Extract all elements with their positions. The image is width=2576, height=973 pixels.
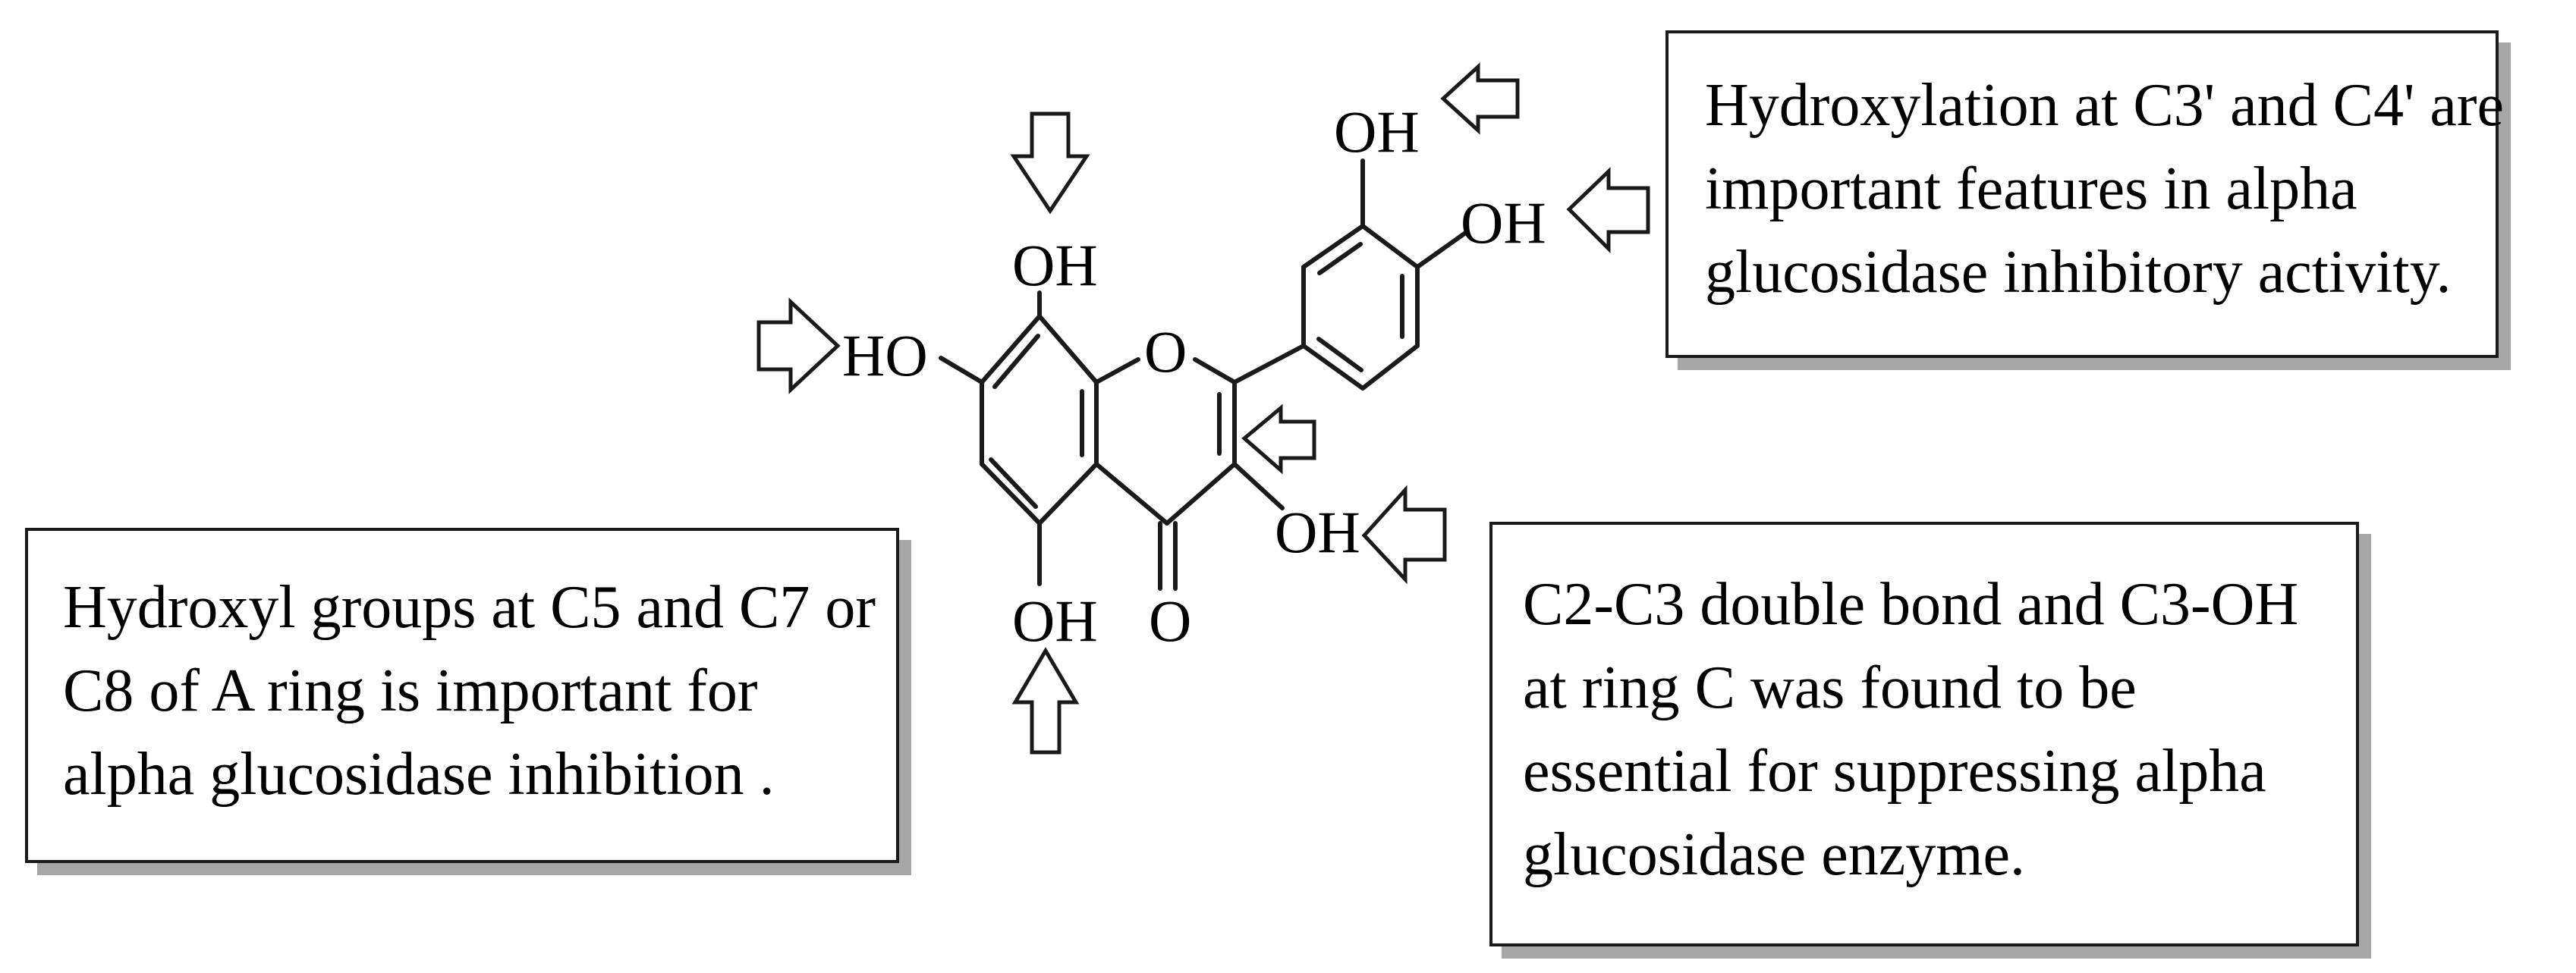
note-line: at ring C was found to be	[1523, 654, 2137, 721]
arrow-left-c4prime-icon	[1566, 167, 1650, 254]
bond-c2-c1prime	[1232, 344, 1306, 384]
bond-c5p-c6p	[1360, 344, 1420, 391]
bond-c7-c8-inner	[992, 334, 1040, 389]
bond-c6p-c1p-inner	[1316, 337, 1363, 372]
bond-c4p-oh	[1415, 231, 1467, 269]
arrow-left-c3-icon	[1361, 485, 1447, 585]
note-line: essential for suppressing alpha	[1523, 738, 2266, 805]
note-line: C2-C3 double bond and C3-OH	[1523, 571, 2299, 638]
note-line: alpha glucosidase inhibition .	[63, 741, 775, 808]
bond-c7-c8	[980, 314, 1042, 384]
bond-c5-c6-inner	[989, 457, 1038, 509]
label-oh-c4prime: OH	[1461, 190, 1546, 256]
note-line: Hydroxylation at C3' and C4' are	[1705, 72, 2505, 139]
label-oh-c3prime: OH	[1334, 99, 1420, 165]
bond-c8a-o1	[1094, 357, 1140, 384]
arrow-left-c3prime-icon	[1440, 62, 1520, 135]
arrow-up-c5-icon	[1011, 647, 1080, 755]
label-ring-oxygen: O	[1144, 319, 1187, 384]
label-oh-c8: OH	[1012, 232, 1098, 298]
arrow-right-c7-icon	[756, 297, 841, 394]
note-b-ring-hydroxylation: Hydroxylation at C3' and C4' are importa…	[1665, 30, 2505, 358]
bond-c7-ho	[939, 356, 984, 384]
bond-c3p-c4p	[1360, 224, 1420, 269]
bond-c3-oh	[1232, 462, 1285, 510]
note-line: C8 of A ring is important for	[63, 658, 758, 724]
label-carbonyl-oxygen: O	[1149, 588, 1191, 654]
note-line: Hydroxyl groups at C5 and C7 or	[63, 574, 876, 641]
bond-c2p-c3p-inner	[1317, 242, 1363, 275]
bond-c5-c6	[980, 462, 1042, 526]
arrow-left-c2c3-icon	[1241, 403, 1316, 475]
bond-c8-c8a	[1037, 314, 1099, 384]
note-c-ring-double-bond: C2-C3 double bond and C3-OH at ring C wa…	[1489, 522, 2359, 946]
bond-o1-c2	[1193, 357, 1237, 384]
atom-labels: OH OH OH HO O OH OH O	[842, 99, 1546, 654]
label-oh-c5: OH	[1012, 588, 1098, 654]
bond-c6p-c1p	[1301, 344, 1365, 391]
note-a-ring-hydroxyl: Hydroxyl groups at C5 and C7 or C8 of A …	[25, 528, 899, 863]
indicator-arrows	[756, 62, 1650, 755]
label-oh-c3: OH	[1275, 499, 1360, 565]
bond-lines	[939, 159, 1467, 591]
bond-c4-c4a	[1094, 462, 1169, 526]
bond-c3-c4	[1165, 462, 1237, 526]
bond-c2p-c3p	[1301, 224, 1365, 269]
bond-c4a-c5	[1037, 462, 1099, 526]
note-line: glucosidase enzyme.	[1523, 821, 2025, 888]
note-line: glucosidase inhibitory activity.	[1705, 239, 2452, 306]
arrow-down-c8-icon	[1010, 111, 1090, 215]
note-line: important features in alpha	[1705, 155, 2357, 222]
label-ho-c7: HO	[842, 322, 928, 388]
